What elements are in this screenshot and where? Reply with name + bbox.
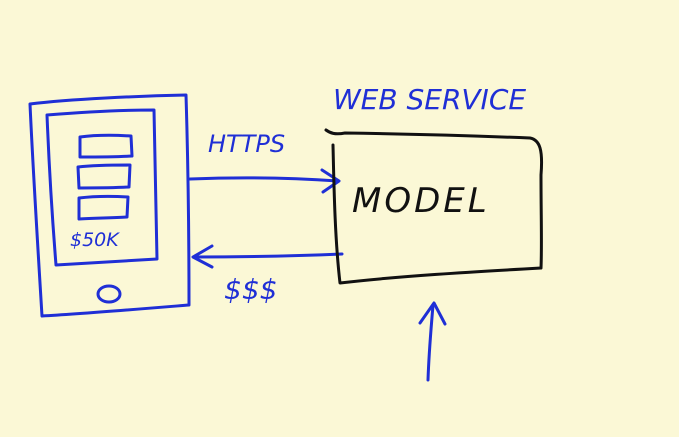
request-protocol-label: HTTPS <box>208 130 285 158</box>
response-arrow <box>192 252 344 259</box>
predicted-value-label: $50K <box>70 229 120 251</box>
home-button-icon <box>96 284 122 304</box>
phone-device-outline <box>28 93 191 318</box>
model-label: MODEL <box>352 181 490 221</box>
input-arrowhead-icon <box>418 301 447 326</box>
input-arrow <box>426 303 435 382</box>
phone-screen <box>45 108 159 267</box>
form-field-3 <box>77 194 130 221</box>
web-service-label: WEB SERVICE <box>333 83 526 116</box>
response-cost-label: $$$ <box>224 273 277 306</box>
form-field-1 <box>78 133 134 159</box>
model-box <box>324 128 544 285</box>
form-field-2 <box>76 163 132 190</box>
request-arrow <box>188 176 340 183</box>
request-arrowhead-icon <box>320 168 341 194</box>
response-arrowhead-icon <box>191 244 214 269</box>
